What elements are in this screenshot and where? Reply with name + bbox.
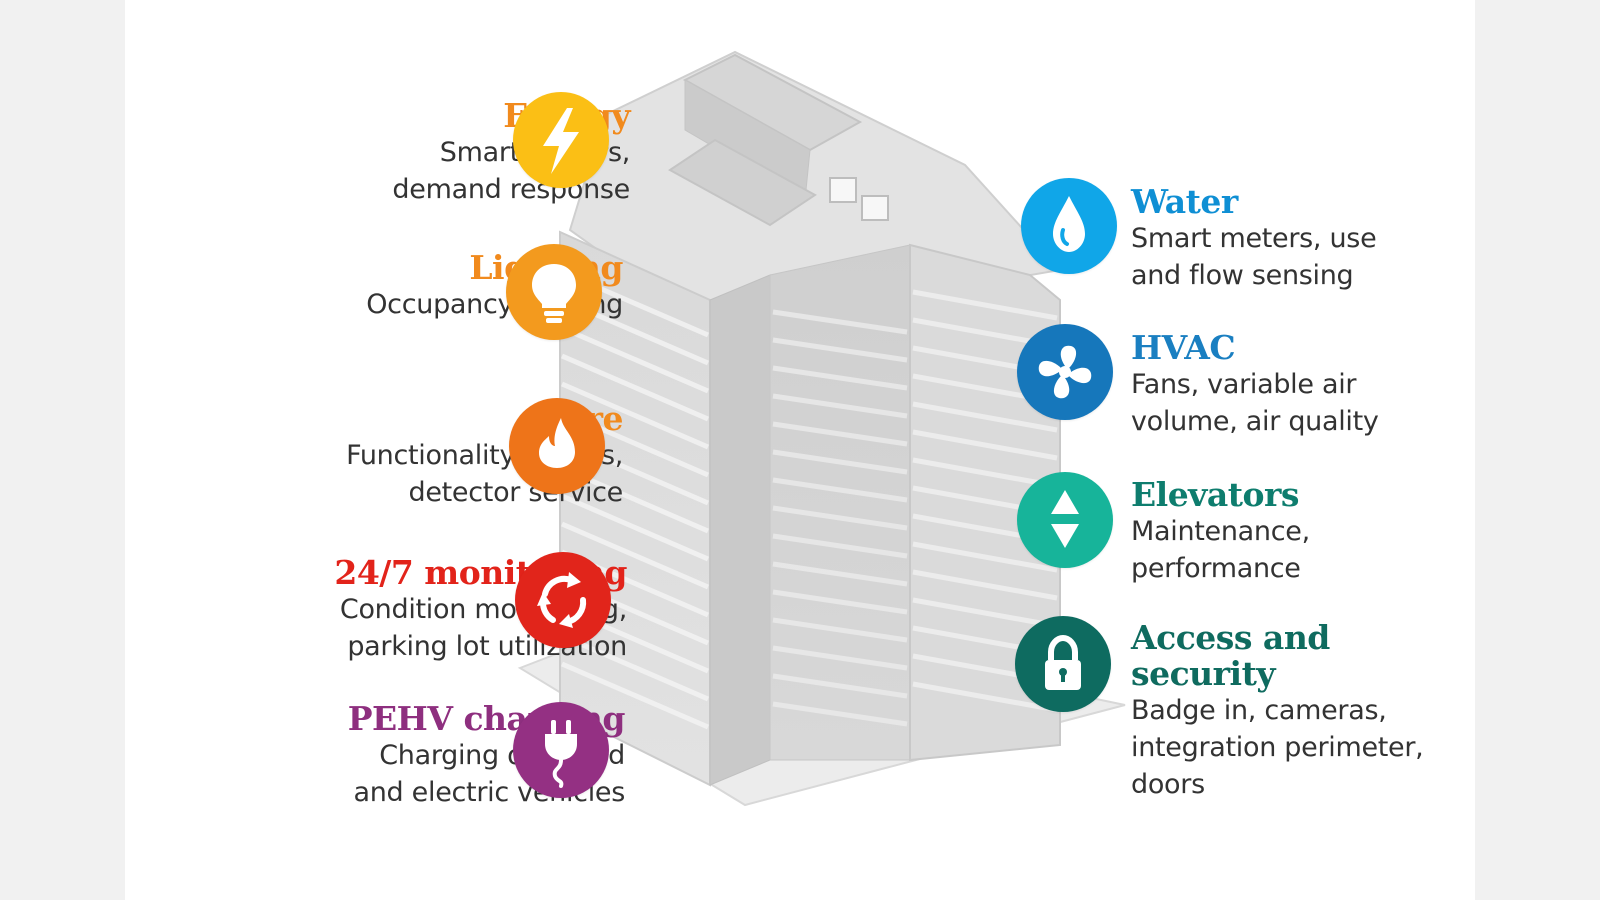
feature-access-line-1: Badge in, cameras, xyxy=(1131,695,1387,726)
feature-elevators-title: Elevators xyxy=(1131,475,1299,514)
feature-water-line-1: Smart meters, use xyxy=(1131,223,1377,254)
feature-access-title-line-2: security xyxy=(1131,654,1276,693)
feature-hvac-line-1: Fans, variable air xyxy=(1131,369,1357,400)
infographic-canvas: Energy Smart meters, demand response Lig… xyxy=(125,0,1475,900)
feature-water-title: Water xyxy=(1131,182,1238,221)
feature-access-title-line-1: Access and xyxy=(1131,618,1330,657)
feature-hvac-title: HVAC xyxy=(1131,328,1236,367)
recycle-arrows-icon xyxy=(515,552,611,648)
up-down-arrows-icon xyxy=(1017,472,1113,568)
feature-hvac-line-2: volume, air quality xyxy=(1131,406,1379,437)
feature-water-line-2: and flow sensing xyxy=(1131,260,1354,291)
light-bulb-icon xyxy=(506,244,602,340)
padlock-icon xyxy=(1015,616,1111,712)
feature-access-line-2: integration perimeter, xyxy=(1131,732,1424,763)
feature-energy-line-2: demand response xyxy=(392,174,630,205)
plug-icon xyxy=(513,702,609,798)
lightning-bolt-icon xyxy=(513,92,609,188)
feature-elevators-line-1: Maintenance, xyxy=(1131,516,1310,547)
feature-hvac: HVAC Fans, variable air volume, air qual… xyxy=(1131,330,1379,440)
flame-icon xyxy=(509,398,605,494)
office-building-illustration xyxy=(517,50,1126,807)
water-drop-icon xyxy=(1021,178,1117,274)
feature-water: Water Smart meters, use and flow sensing xyxy=(1131,182,1377,294)
feature-access: Access and security Badge in, cameras, i… xyxy=(1131,618,1424,803)
feature-elevators-line-2: performance xyxy=(1131,553,1301,584)
feature-elevators: Elevators Maintenance, performance xyxy=(1131,477,1310,587)
feature-access-line-3: doors xyxy=(1131,769,1205,800)
fan-icon xyxy=(1017,324,1113,420)
